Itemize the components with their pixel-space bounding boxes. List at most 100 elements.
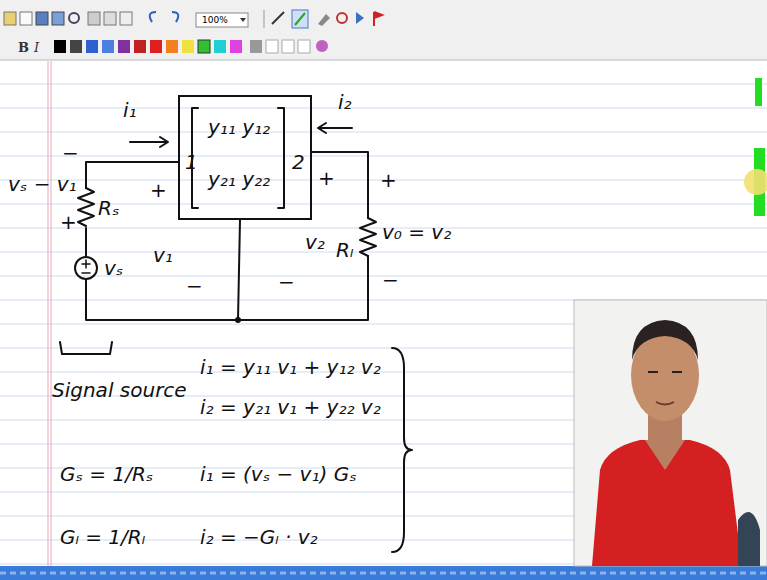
tool-icon — [104, 12, 116, 25]
swatch — [70, 40, 82, 53]
source-polarity — [82, 260, 90, 273]
swatch — [282, 40, 294, 53]
microphone — [738, 512, 760, 566]
swatch — [134, 40, 146, 53]
annotation: Signal source — [52, 378, 187, 402]
voltage-source-symbol — [75, 257, 97, 279]
webcam-inset — [574, 300, 767, 566]
toolbar-band — [0, 0, 767, 60]
status-bar — [0, 566, 767, 580]
swatch — [298, 40, 310, 53]
palette-icon — [316, 40, 328, 52]
swatch — [118, 40, 130, 53]
current-label: i₁ — [123, 98, 137, 122]
swatch — [266, 40, 278, 53]
voltage-label: v₁ — [153, 243, 173, 267]
polarity-sign: + — [60, 210, 77, 234]
undo-icon — [150, 12, 156, 22]
wire — [86, 256, 368, 320]
redo-icon — [172, 12, 178, 22]
swatch — [182, 40, 194, 53]
tool-icon — [20, 12, 32, 25]
swatch — [86, 40, 98, 53]
bold-button: B — [18, 40, 29, 55]
polarity-sign: + — [380, 168, 397, 192]
underbrace — [60, 342, 112, 354]
toolbar-separator — [264, 10, 265, 28]
circuit-wiring — [60, 108, 412, 552]
status-bar-pattern — [0, 572, 767, 575]
rule — [0, 108, 767, 109]
matrix-row: y₂₁ y₂₂ — [208, 167, 270, 191]
resistor-symbol — [360, 218, 376, 256]
hair — [632, 320, 698, 360]
swatch — [166, 40, 178, 53]
rule — [0, 132, 767, 133]
video-frame — [574, 300, 767, 566]
tool-icon — [272, 12, 284, 24]
component-label: Rₛ — [98, 196, 119, 220]
voltage-label: vₛ − v₁ — [8, 172, 77, 196]
swatch — [250, 40, 262, 53]
rule — [0, 252, 767, 253]
lasso-icon — [337, 13, 347, 23]
italic-button: I — [33, 40, 40, 55]
eyes — [648, 371, 682, 373]
highlight-mark — [755, 78, 762, 106]
equation: i₁ = (vₛ − v₁) Gₛ — [200, 462, 357, 486]
polarity-sign: + — [318, 166, 335, 190]
matrix-row: y₁₁ y₁₂ — [208, 115, 270, 139]
polarity-sign: − — [186, 274, 203, 298]
port-number: 1 — [185, 150, 198, 174]
flag-icon — [374, 12, 382, 26]
tool-icon — [4, 12, 16, 25]
voltage-label: v₂ — [305, 230, 325, 254]
swatch — [214, 40, 226, 53]
wire — [85, 228, 87, 257]
rule — [0, 372, 767, 373]
wire — [238, 220, 240, 320]
tool-icon — [52, 12, 64, 25]
current-label: i₂ — [338, 90, 352, 114]
toolbar-edge — [0, 60, 767, 61]
resistor-symbol — [78, 188, 94, 226]
tool-icon — [120, 12, 132, 25]
rule — [0, 156, 767, 157]
swatch — [54, 40, 66, 53]
voltage-label: vₛ — [104, 256, 123, 280]
port-number: 2 — [292, 150, 305, 174]
zoom-value: 100% — [202, 14, 228, 26]
swatch — [102, 40, 114, 53]
current-arrow — [318, 123, 352, 133]
color-swatches — [54, 40, 328, 53]
polarity-sign: − — [382, 268, 399, 292]
margin-line — [48, 61, 49, 566]
swatch — [198, 40, 210, 53]
zoom-box — [196, 13, 248, 27]
tool-icon — [88, 12, 100, 25]
pen-tool-active — [292, 10, 308, 28]
dropdown-arrow — [240, 18, 246, 22]
shirt — [592, 440, 742, 566]
voltage-label: v₀ = v₂ — [382, 220, 451, 244]
junction-dot — [236, 318, 240, 322]
matrix-bracket — [278, 108, 284, 208]
toolbar-icons: B I — [4, 10, 382, 55]
two-port-box: 1 y₁₁ y₁₂ y₂₁ y₂₂ 2 — [178, 95, 312, 220]
polarity-sign: − — [278, 270, 295, 294]
component-label: Rₗ — [336, 238, 353, 262]
equation: Gₗ = 1/Rₗ — [60, 525, 145, 549]
swatch — [230, 40, 242, 53]
equation: i₁ = y₁₁ v₁ + y₁₂ v₂ — [200, 355, 381, 379]
grouping-brace — [392, 348, 412, 552]
equation: i₂ = −Gₗ · v₂ — [200, 525, 318, 549]
video-border — [574, 300, 767, 566]
tool-icon — [356, 12, 364, 24]
margin-line — [51, 61, 52, 566]
pen-icon — [295, 13, 305, 25]
pointer-dot — [744, 169, 767, 195]
swatch — [150, 40, 162, 53]
current-arrow — [130, 137, 168, 147]
wire — [312, 152, 368, 218]
